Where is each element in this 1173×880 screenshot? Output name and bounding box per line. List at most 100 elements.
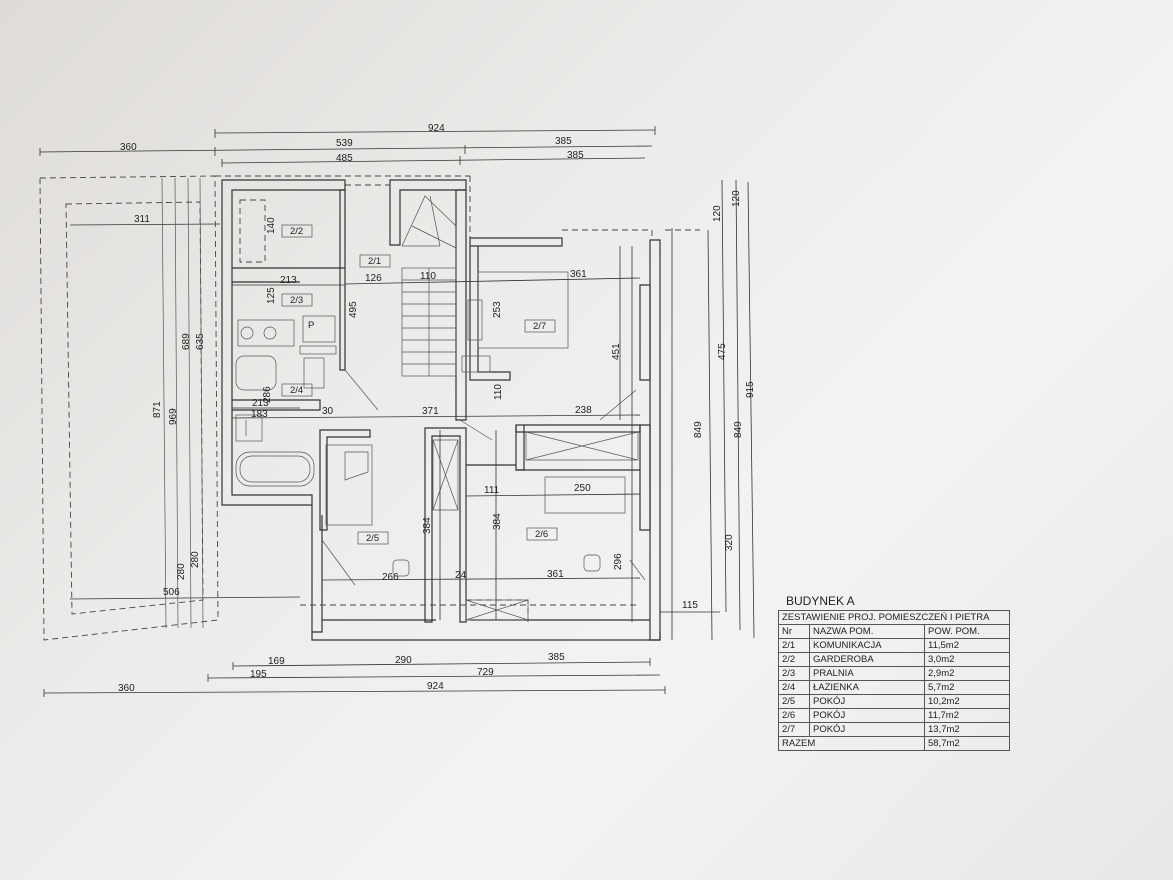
dim-top-485: 485 [336, 153, 353, 164]
dim-bottom-169: 169 [268, 656, 285, 667]
dim-left-506: 506 [163, 587, 180, 598]
dim-left-280a: 280 [176, 563, 187, 580]
dim-126: 126 [365, 273, 382, 284]
dim-361a: 361 [570, 269, 587, 280]
table-row: 2/3 PRALNIA 2,9m2 [778, 666, 1010, 681]
table-row: 2/2 GARDEROBA 3,0m2 [778, 652, 1010, 667]
dim-296: 296 [613, 553, 624, 570]
dim-125: 125 [266, 287, 277, 304]
table-row: 2/4 ŁAZIENKA 5,7m2 [778, 680, 1010, 695]
row-name: ŁAZIENKA [809, 680, 925, 695]
row-name: POKÓJ [809, 694, 925, 709]
dim-left-311: 311 [134, 214, 150, 225]
table-row: 2/5 POKÓJ 10,2m2 [778, 694, 1010, 709]
row-name: KOMUNIKACJA [809, 638, 925, 653]
top-dimension-lines [39, 126, 656, 167]
row-area: 10,2m2 [924, 694, 1010, 709]
row-nr: 2/5 [778, 694, 810, 709]
dim-bottom-924: 924 [427, 681, 444, 692]
total-value: 58,7m2 [924, 736, 1010, 751]
row-area: 13,7m2 [924, 722, 1010, 737]
summary-subtitle: ZESTAWIENIE PROJ. POMIESZCZEŃ I PIETRA [778, 610, 1010, 625]
dim-top-924: 924 [428, 123, 445, 134]
row-area: 11,5m2 [924, 638, 1010, 653]
row-nr: 2/1 [778, 638, 810, 653]
dim-right-475: 475 [717, 343, 728, 360]
staircase [401, 195, 457, 377]
terrace-outline [39, 175, 301, 641]
room-label-boxes [281, 224, 558, 545]
row-name: PRALNIA [809, 666, 925, 681]
dim-left-280b: 280 [190, 551, 201, 568]
dim-left-689: 689 [181, 333, 192, 350]
dim-451: 451 [611, 343, 622, 360]
row-area: 11,7m2 [924, 708, 1010, 723]
dim-110b: 110 [493, 384, 504, 400]
row-name: GARDEROBA [809, 652, 925, 667]
fixtures [235, 271, 646, 621]
dim-top-385a: 385 [555, 136, 572, 147]
dim-384b: 384 [492, 513, 503, 530]
total-label: RAZEM [778, 736, 925, 751]
dim-bottom-290: 290 [395, 655, 412, 666]
dim-top-385b: 385 [567, 150, 584, 161]
room-label-2-4: 2/4 [290, 385, 303, 396]
summary-header-row: Nr NAZWA POM. POW. POM. [778, 624, 1010, 639]
row-area: 2,9m2 [924, 666, 1010, 681]
dim-266: 266 [382, 572, 399, 583]
summary-table: ZESTAWIENIE PROJ. POMIESZCZEŃ I PIETRA N… [778, 610, 1010, 751]
dim-250: 250 [574, 483, 591, 494]
dim-183: 183 [251, 409, 268, 420]
dashed-outlines [215, 175, 700, 622]
dim-140: 140 [266, 217, 277, 234]
room-label-2-6: 2/6 [535, 529, 548, 540]
dim-right-120b: 120 [731, 190, 742, 207]
row-nr: 2/2 [778, 652, 810, 667]
room-label-2-3: 2/3 [290, 295, 303, 306]
room-label-2-2: 2/2 [290, 226, 303, 237]
dim-111: 111 [484, 485, 500, 496]
room-label-2-5: 2/5 [366, 533, 379, 544]
dim-24: 24 [455, 570, 467, 581]
dim-top-360: 360 [120, 142, 137, 153]
dim-left-871: 871 [152, 401, 163, 418]
dim-right-915: 915 [745, 381, 756, 398]
dim-left-635: 635 [195, 333, 206, 350]
dim-213a: 213 [280, 275, 297, 286]
dim-bottom-729: 729 [477, 667, 494, 678]
row-name: POKÓJ [809, 722, 925, 737]
building-walls [221, 179, 661, 641]
dim-bottom-195: 195 [250, 669, 267, 680]
row-area: 5,7m2 [924, 680, 1010, 695]
dim-right-320: 320 [724, 534, 735, 551]
row-area: 3,0m2 [924, 652, 1010, 667]
dim-253: 253 [492, 301, 503, 318]
dim-right-120a: 120 [712, 205, 723, 222]
dim-110a: 110 [420, 271, 436, 282]
dim-286: 286 [262, 386, 273, 403]
dim-left-969: 969 [168, 408, 179, 425]
header-name: NAZWA POM. [809, 624, 925, 639]
dim-right-115: 115 [682, 600, 698, 611]
summary-title: BUDYNEK A [786, 594, 855, 608]
row-nr: 2/6 [778, 708, 810, 723]
row-name: POKÓJ [809, 708, 925, 723]
dim-384a: 384 [422, 517, 433, 534]
dim-213b: 213 [252, 398, 269, 409]
dim-right-849b: 849 [733, 421, 744, 438]
right-dimension-lines [660, 179, 755, 641]
dim-top-539: 539 [336, 138, 353, 149]
row-nr: 2/3 [778, 666, 810, 681]
row-nr: 2/4 [778, 680, 810, 695]
dim-238: 238 [575, 405, 592, 416]
header-nr: Nr [778, 624, 810, 639]
dim-495: 495 [348, 301, 359, 318]
dim-30: 30 [322, 406, 334, 417]
fixture-label-p: P [308, 320, 314, 331]
bottom-dimension-lines [43, 658, 666, 697]
dim-right-849a: 849 [693, 421, 704, 438]
dim-bottom-360: 360 [118, 683, 135, 694]
table-row: 2/1 KOMUNIKACJA 11,5m2 [778, 638, 1010, 653]
dim-bottom-385: 385 [548, 652, 565, 663]
